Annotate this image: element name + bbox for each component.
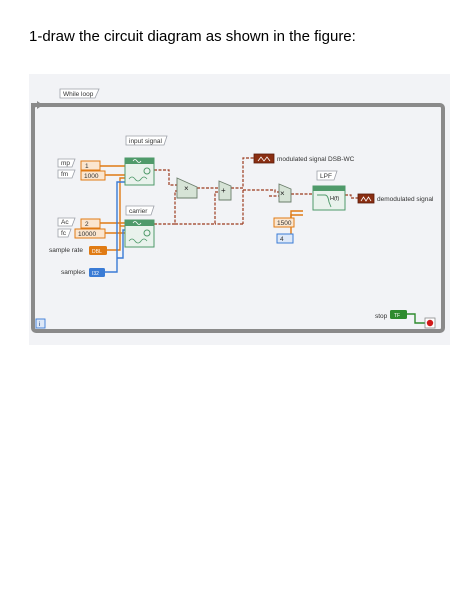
mp-control: mp — [57, 158, 76, 168]
svg-text:2: 2 — [85, 221, 89, 228]
svg-text:I32: I32 — [92, 271, 99, 277]
multiply-node-2[interactable]: × — [278, 183, 292, 203]
svg-text:LPF: LPF — [320, 173, 332, 180]
fc-control: fc — [57, 228, 72, 238]
svg-text:4: 4 — [280, 236, 284, 243]
fm-control: fm — [57, 169, 76, 179]
demodulated-signal-indicator[interactable] — [357, 193, 375, 204]
svg-text:Ac: Ac — [61, 219, 69, 226]
svg-text:fm: fm — [61, 171, 68, 178]
sample-rate-label: sample rate — [49, 247, 83, 254]
while-loop-frame — [31, 103, 445, 333]
svg-text:input signal: input signal — [129, 138, 162, 145]
add-node[interactable]: + — [218, 180, 232, 201]
blue-wires — [105, 181, 125, 273]
svg-text:1000: 1000 — [84, 173, 99, 180]
waveform-wires — [154, 157, 358, 225]
svg-text:10000: 10000 — [78, 231, 96, 238]
svg-text:+: + — [221, 186, 226, 195]
svg-text:carrier: carrier — [129, 208, 148, 215]
modulated-signal-label: modulated signal DSB-WC — [277, 156, 355, 163]
sample-rate-terminal[interactable]: DBL — [89, 246, 107, 255]
stop-label: stop — [375, 313, 388, 320]
modulated-signal-indicator[interactable] — [253, 153, 275, 164]
ac-control: Ac — [57, 217, 76, 227]
svg-text:H(f): H(f) — [330, 196, 339, 202]
lpf-label: LPF — [316, 170, 338, 181]
svg-text:1: 1 — [85, 163, 89, 170]
input-signal-label: input signal — [125, 135, 168, 146]
fm-constant[interactable]: 1000 — [80, 170, 106, 181]
samples-label: samples — [61, 269, 86, 276]
bool-wire — [407, 313, 425, 324]
svg-text:mp: mp — [61, 160, 70, 167]
order-constant[interactable]: 4 — [276, 233, 294, 244]
svg-text:i: i — [39, 321, 40, 328]
carrier-label: carrier — [125, 205, 155, 216]
mp-constant[interactable]: 1 — [80, 160, 101, 171]
labview-block-diagram: While loop input signal — [29, 74, 450, 345]
svg-text:TF: TF — [394, 313, 400, 319]
svg-text:×: × — [184, 184, 189, 193]
svg-text:fc: fc — [61, 230, 67, 237]
while-loop-label: While loop — [59, 88, 100, 99]
svg-text:While loop: While loop — [63, 91, 94, 98]
demodulated-signal-label: demodulated signal — [377, 196, 434, 203]
fc-constant[interactable]: 10000 — [74, 228, 106, 239]
samples-terminal[interactable]: I32 — [89, 268, 105, 277]
input-signal-vi-icon[interactable] — [124, 157, 155, 186]
svg-text:DBL: DBL — [92, 249, 102, 255]
carrier-vi-icon[interactable] — [124, 219, 155, 248]
stop-terminal[interactable]: TF — [390, 310, 407, 319]
lpf-filter-icon[interactable]: H(f) — [312, 185, 346, 211]
loop-condition-icon[interactable] — [424, 317, 436, 329]
iteration-terminal: i — [35, 318, 46, 329]
svg-text:1500: 1500 — [277, 220, 292, 227]
svg-text:×: × — [280, 189, 285, 198]
cutoff-constant[interactable]: 1500 — [273, 217, 295, 228]
page-heading: 1-draw the circuit diagram as shown in t… — [29, 28, 356, 45]
multiply-node-1[interactable]: × — [176, 177, 198, 199]
ac-constant[interactable]: 2 — [80, 218, 101, 229]
loop-arrowhead-icon — [37, 101, 43, 109]
